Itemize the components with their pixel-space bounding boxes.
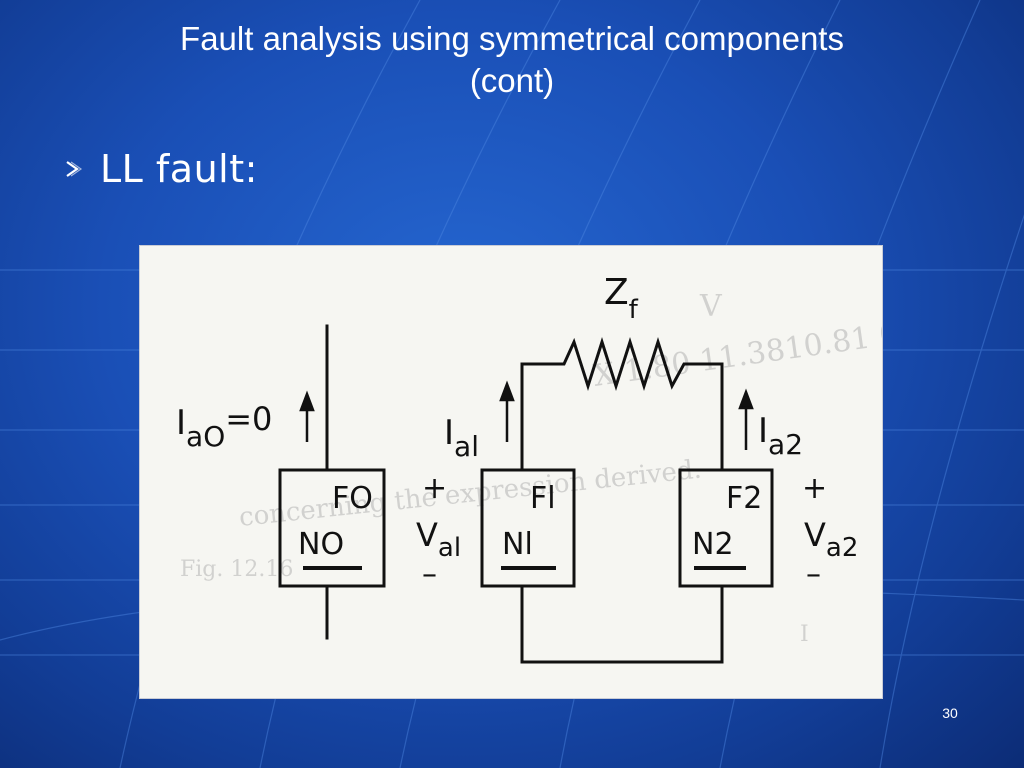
svg-text:I: I <box>800 622 809 647</box>
box2-top-label: F2 <box>726 481 762 516</box>
label-ia2: Ia2 <box>758 411 803 461</box>
ll-fault-diagram: V X 1.80 11.3810.81 0.87 concerning the … <box>140 246 882 698</box>
label-va2: Va2 <box>804 516 858 563</box>
svg-text:V: V <box>699 289 723 324</box>
slide-title-line1: Fault analysis using symmetrical compone… <box>180 20 844 57</box>
slide-number: 30 <box>942 705 958 721</box>
label-plus-1: + <box>422 471 447 506</box>
box0-top-label: FO <box>332 481 373 516</box>
label-ia0: IaO=0 <box>176 400 272 453</box>
scan-bleed-through: V X 1.80 11.3810.81 0.87 concerning the … <box>180 289 882 647</box>
slide-title: Fault analysis using symmetrical compone… <box>60 18 964 102</box>
network-box-negative <box>678 468 774 588</box>
label-minus-1: – <box>422 557 437 592</box>
label-ia1: Ial <box>444 413 479 463</box>
label-zf: Zf <box>604 272 639 325</box>
box2-bottom-label: N2 <box>692 527 734 562</box>
network-box-zero <box>278 468 386 588</box>
bullet-text: LL fault: <box>100 147 258 191</box>
resistor-zf <box>520 337 724 472</box>
svg-text:concerning the expression deri: concerning the expression derived. <box>238 455 703 533</box>
svg-text:Fig. 12.16: Fig. 12.16 <box>180 557 293 582</box>
box1-bottom-label: Nl <box>502 527 533 562</box>
box1-top-label: Fl <box>530 481 556 516</box>
label-va1: Val <box>416 516 461 563</box>
label-minus-2: – <box>806 557 821 592</box>
box0-bottom-label: NO <box>298 527 344 562</box>
chevron-right-icon <box>66 161 83 177</box>
label-plus-2: + <box>802 471 827 506</box>
slide-title-line2: (cont) <box>469 62 555 99</box>
network-box-positive <box>480 468 576 588</box>
bullet-item: LL fault: <box>62 144 258 194</box>
